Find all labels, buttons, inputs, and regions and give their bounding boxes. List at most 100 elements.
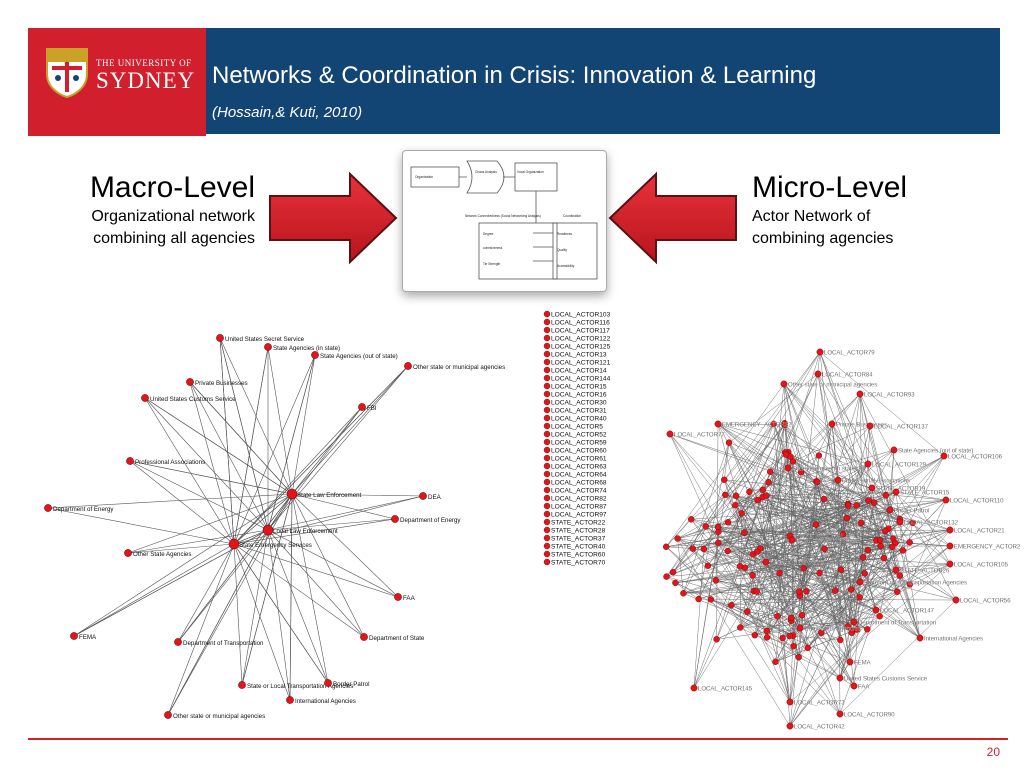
- micro-node-label: LOCAL_ACTOR84: [822, 373, 873, 379]
- actor-list-label: LOCAL_ACTOR31: [551, 408, 607, 415]
- micro-edge: [735, 491, 750, 506]
- micro-node: [886, 506, 894, 514]
- micro-node: [786, 698, 794, 706]
- micro-node: [837, 636, 844, 644]
- macro-level-line2: combining all agencies: [93, 230, 255, 247]
- actor-list-label: LOCAL_ACTOR52: [551, 432, 607, 439]
- micro-node: [741, 529, 748, 536]
- actor-list-node: [543, 510, 551, 518]
- macro-edge: [291, 365, 409, 495]
- micro-edge: [789, 629, 868, 727]
- micro-edge: [793, 597, 860, 636]
- micro-level-line2: combining agencies: [752, 230, 894, 247]
- micro-node: [795, 654, 802, 661]
- micro-edge: [727, 505, 857, 552]
- micro-edge: [799, 498, 825, 596]
- micro-edge: [777, 461, 794, 617]
- micro-edge: [744, 532, 921, 639]
- actor-list-label: LOCAL_ACTOR125: [551, 344, 611, 351]
- actor-list-node: [543, 350, 551, 358]
- header-bar: [104, 28, 1000, 134]
- macro-node-label: Department of Energy: [400, 517, 461, 524]
- actor-list-label: STATE_ACTOR40: [551, 544, 606, 551]
- micro-edge: [749, 449, 895, 493]
- micro-node-label: LOCAL_ACTOR79: [824, 351, 875, 357]
- micro-edge: [853, 545, 951, 623]
- micro-edge: [899, 455, 945, 520]
- micro-edge: [727, 550, 951, 565]
- micro-edge: [766, 472, 802, 638]
- micro-edge: [852, 575, 900, 631]
- micro-edge: [717, 526, 894, 540]
- micro-node: [828, 420, 836, 428]
- micro-edge: [718, 351, 821, 532]
- micro-node: [846, 658, 854, 666]
- micro-edge: [692, 442, 730, 549]
- micro-edge: [873, 502, 886, 531]
- micro-edge: [691, 454, 787, 520]
- micro-node-label: STATE_ACTOR15: [900, 491, 950, 497]
- micro-edge: [817, 373, 897, 493]
- micro-node-label: EMERGENCY_ACTOR32: [722, 423, 792, 429]
- macro-edge: [291, 406, 363, 495]
- micro-node: [868, 484, 876, 492]
- micro-node: [754, 496, 761, 504]
- micro-node: [789, 458, 797, 465]
- micro-node: [832, 587, 839, 594]
- micro-edge: [819, 351, 945, 457]
- micro-edge: [740, 548, 825, 628]
- micro-node: [796, 624, 804, 632]
- micro-edge: [728, 442, 808, 648]
- micro-edge: [839, 609, 877, 715]
- micro-node: [909, 519, 916, 527]
- actor-list-label: STATE_ACTOR22: [551, 520, 606, 527]
- micro-node: [722, 491, 729, 499]
- micro-edge: [725, 494, 868, 551]
- micro-node: [844, 623, 851, 630]
- actor-list-label: LOCAL_ACTOR122: [551, 336, 611, 343]
- micro-node: [765, 478, 772, 486]
- micro-edge: [727, 532, 745, 552]
- micro-edge: [815, 524, 849, 627]
- macro-node: [70, 632, 78, 640]
- micro-edge: [766, 423, 785, 638]
- micro-edge: [803, 530, 886, 569]
- micro-edge: [801, 569, 897, 616]
- micro-edge: [754, 621, 855, 636]
- micro-edge: [718, 542, 848, 627]
- macro-edge: [267, 518, 396, 531]
- micro-node: [784, 464, 792, 472]
- actor-list-label: LOCAL_ACTOR74: [551, 488, 607, 495]
- micro-node: [763, 492, 770, 499]
- micro-edge: [683, 572, 820, 594]
- micro-edge: [717, 423, 791, 457]
- actor-list-node: [543, 534, 551, 542]
- actor-list-node: [543, 526, 551, 534]
- micro-node: [889, 543, 896, 551]
- macro-edge: [127, 543, 235, 554]
- macro-node-label: International Agencies: [295, 698, 356, 705]
- macro-edge: [241, 529, 269, 686]
- micro-edge: [899, 519, 921, 639]
- micro-edge: [666, 495, 767, 577]
- framework-diagram: Organization Chaos Analysis Vocal Organi…: [402, 150, 607, 292]
- micro-edge: [669, 433, 791, 703]
- micro-edge: [744, 530, 886, 533]
- micro-node: [732, 501, 739, 509]
- micro-edge: [859, 393, 951, 565]
- macro-node-label: DEA: [428, 494, 442, 501]
- micro-node: [871, 499, 878, 506]
- micro-node: [865, 497, 872, 504]
- macro-level-block: Macro-Level Organizational network combi…: [40, 170, 255, 250]
- macro-node-label: FBI: [367, 405, 377, 412]
- micro-node: [848, 629, 855, 636]
- micro-node: [680, 590, 687, 597]
- micro-node: [894, 588, 901, 595]
- micro-edge: [766, 573, 865, 632]
- actor-list-node: [543, 454, 551, 462]
- micro-edge: [707, 539, 881, 566]
- micro-node: [749, 551, 757, 558]
- micro-node: [872, 606, 880, 614]
- actor-list-label: LOCAL_ACTOR5: [551, 424, 603, 431]
- micro-level-block: Micro-Level Actor Network of combining a…: [752, 170, 1002, 250]
